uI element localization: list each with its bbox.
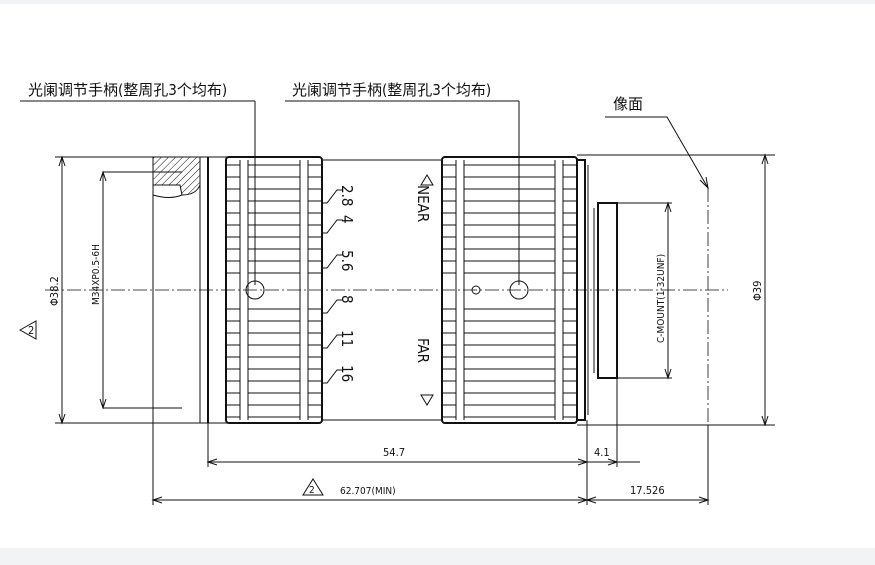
flange <box>576 159 586 421</box>
front-ring-section <box>152 156 201 196</box>
arrow <box>698 496 710 504</box>
focus-ring-knurl <box>442 160 577 420</box>
revision-triangle-icon <box>302 478 324 496</box>
index-dot-icon <box>471 285 481 295</box>
arrow <box>99 170 107 182</box>
f-stop-tick <box>321 334 343 349</box>
f-stop-tick <box>321 219 343 234</box>
image-plane-arrow <box>699 176 709 190</box>
revision-mark: 2 <box>28 324 34 337</box>
revision-triangle-icon <box>18 320 37 340</box>
f-stop-tick <box>321 369 343 384</box>
arrow <box>99 398 107 410</box>
bottom-band <box>0 548 875 565</box>
front-ring-curve <box>152 194 183 198</box>
f-stop-tick <box>321 189 343 204</box>
f-stop-tick <box>321 299 343 314</box>
mount-spec: C-MOUNT(1-32UNF) <box>656 254 667 343</box>
aperture-ring-knurl <box>226 160 322 420</box>
handle-hole-icon <box>245 280 265 300</box>
top-band <box>0 0 875 4</box>
arrow <box>58 155 66 167</box>
arrow <box>585 496 597 504</box>
image-plane-leader <box>605 116 709 189</box>
handle-hole-icon <box>509 280 529 300</box>
far-arrow-icon <box>420 394 434 406</box>
f-stop-tick <box>321 254 343 269</box>
f-stop-label: 8 <box>338 295 356 304</box>
arrow <box>607 458 619 466</box>
f-stop-label: 4 <box>338 215 356 224</box>
arrow <box>151 496 163 504</box>
arrow <box>664 368 672 380</box>
f-stop-label: 11 <box>338 330 356 347</box>
f-stop-label: 16 <box>338 365 356 382</box>
front-diameter-value: Φ38.2 <box>48 276 61 306</box>
arrow <box>761 153 769 165</box>
body-diameter-value: Φ39 <box>751 281 764 301</box>
near-arrow-icon <box>420 174 434 186</box>
far-label: FAR <box>414 338 432 363</box>
c-mount-thread <box>597 202 618 379</box>
aperture-handle-label-right: 光阑调节手柄(整周孔3个均布) <box>292 81 491 99</box>
f-stop-label: 5.6 <box>338 250 356 271</box>
arrow <box>761 415 769 427</box>
thread-spec: M34XP0.5-6H <box>91 244 102 305</box>
arrow <box>58 413 66 425</box>
arrow <box>206 458 218 466</box>
aperture-ring[interactable] <box>225 156 323 424</box>
total-length-value: 62.707(MIN) <box>340 486 396 497</box>
arrow <box>664 201 672 213</box>
f-stop-label: 2.8 <box>338 185 356 206</box>
image-plane-label: 像面 <box>613 95 643 113</box>
aperture-handle-label-left: 光阑调节手柄(整周孔3个均布) <box>28 81 227 99</box>
near-label: NEAR <box>414 185 432 222</box>
body-length-value: 54.7 <box>383 446 405 459</box>
back-focal-value: 17.526 <box>630 484 665 497</box>
f-stop-scale: 2.8 4 5.6 8 11 16 <box>321 185 356 384</box>
revision-mark: 2 <box>309 485 315 496</box>
flange-step-value: 4.1 <box>594 446 610 459</box>
